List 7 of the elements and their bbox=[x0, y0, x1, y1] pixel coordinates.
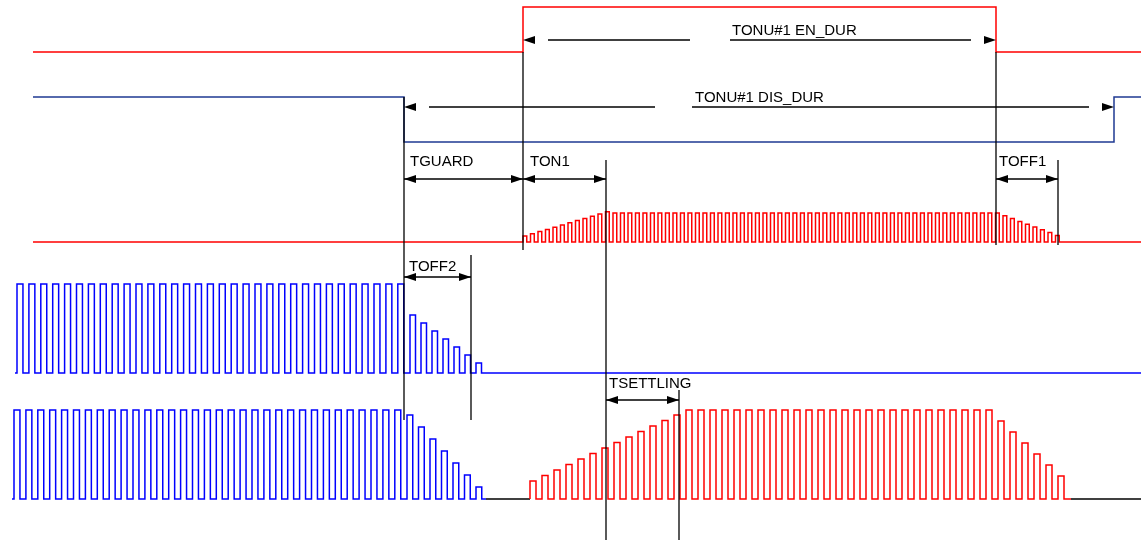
timing-label: TONU#1 DIS_DUR bbox=[694, 89, 825, 105]
timing-label: TSETTLING bbox=[608, 375, 693, 391]
timing-label: TOFF1 bbox=[998, 153, 1048, 169]
timing-label: TOFF2 bbox=[408, 258, 458, 274]
timing-label: TON1 bbox=[529, 153, 571, 169]
timing-label: TONU#1 EN_DUR bbox=[731, 22, 858, 38]
timing-label: TGUARD bbox=[409, 153, 475, 169]
